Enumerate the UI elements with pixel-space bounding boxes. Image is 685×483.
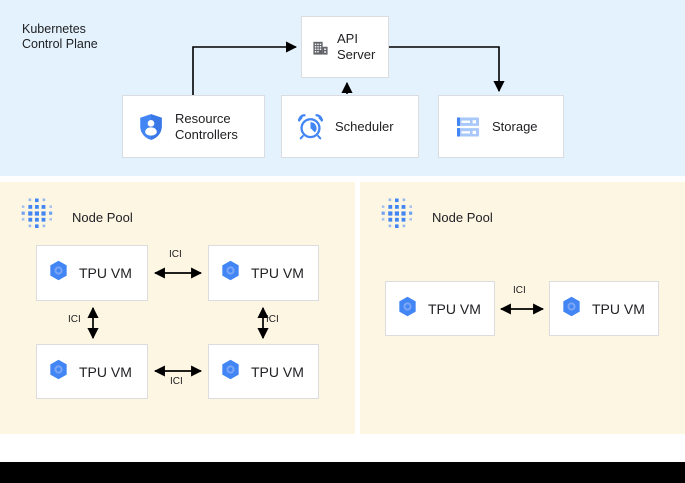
storage-label: Storage <box>492 118 538 134</box>
shield-person-icon <box>138 113 164 141</box>
tpu-vm-label: TPU VM <box>79 265 132 281</box>
node-pool-left-header: Node Pool <box>18 196 133 239</box>
tpu-vm-label: TPU VM <box>79 363 132 380</box>
tpu-hexagon-icon <box>221 260 240 286</box>
tpu-hexagon-icon <box>221 359 240 385</box>
tpu-vm-node[interactable]: TPU VM <box>549 281 659 336</box>
tpu-hexagon-icon <box>562 296 581 322</box>
ici-label: ICI <box>266 314 279 325</box>
tpu-hexagon-icon <box>49 260 68 286</box>
node-pool-right-header: Node Pool <box>378 196 493 239</box>
node-pool-dots-icon <box>18 196 56 239</box>
tpu-vm-label: TPU VM <box>428 300 481 317</box>
resource-controllers-node[interactable]: Resource Controllers <box>122 95 265 158</box>
tpu-vm-node[interactable]: TPU VM <box>36 344 148 399</box>
alarm-clock-icon <box>297 113 324 140</box>
server-rack-icon <box>455 114 481 140</box>
api-server-label: API Server <box>337 31 376 62</box>
tpu-hexagon-icon <box>49 359 68 385</box>
storage-node[interactable]: Storage <box>438 95 564 158</box>
scheduler-node[interactable]: Scheduler <box>281 95 419 158</box>
node-pool-left-title: Node Pool <box>72 210 133 225</box>
tpu-vm-label: TPU VM <box>592 300 645 317</box>
ici-label: ICI <box>169 249 182 260</box>
tpu-vm-label: TPU VM <box>251 363 304 380</box>
tpu-vm-node[interactable]: TPU VM <box>208 245 319 301</box>
bottom-bar <box>0 462 685 483</box>
tpu-vm-label: TPU VM <box>251 265 304 281</box>
tpu-vm-node[interactable]: TPU VM <box>385 281 495 336</box>
ici-label: ICI <box>68 314 81 325</box>
api-server-node[interactable]: API Server <box>301 16 389 78</box>
tpu-vm-node[interactable]: TPU VM <box>208 344 319 399</box>
tpu-vm-node[interactable]: TPU VM <box>36 245 148 301</box>
node-pool-dots-icon <box>378 196 416 239</box>
tpu-hexagon-icon <box>398 296 417 322</box>
ici-label: ICI <box>170 376 183 387</box>
building-icon <box>312 39 329 56</box>
resource-controllers-label: Resource Controllers <box>175 110 238 142</box>
ici-label: ICI <box>513 285 526 296</box>
node-pool-right-title: Node Pool <box>432 210 493 225</box>
scheduler-label: Scheduler <box>335 118 394 134</box>
control-plane-title: Kubernetes Control Plane <box>22 22 98 51</box>
